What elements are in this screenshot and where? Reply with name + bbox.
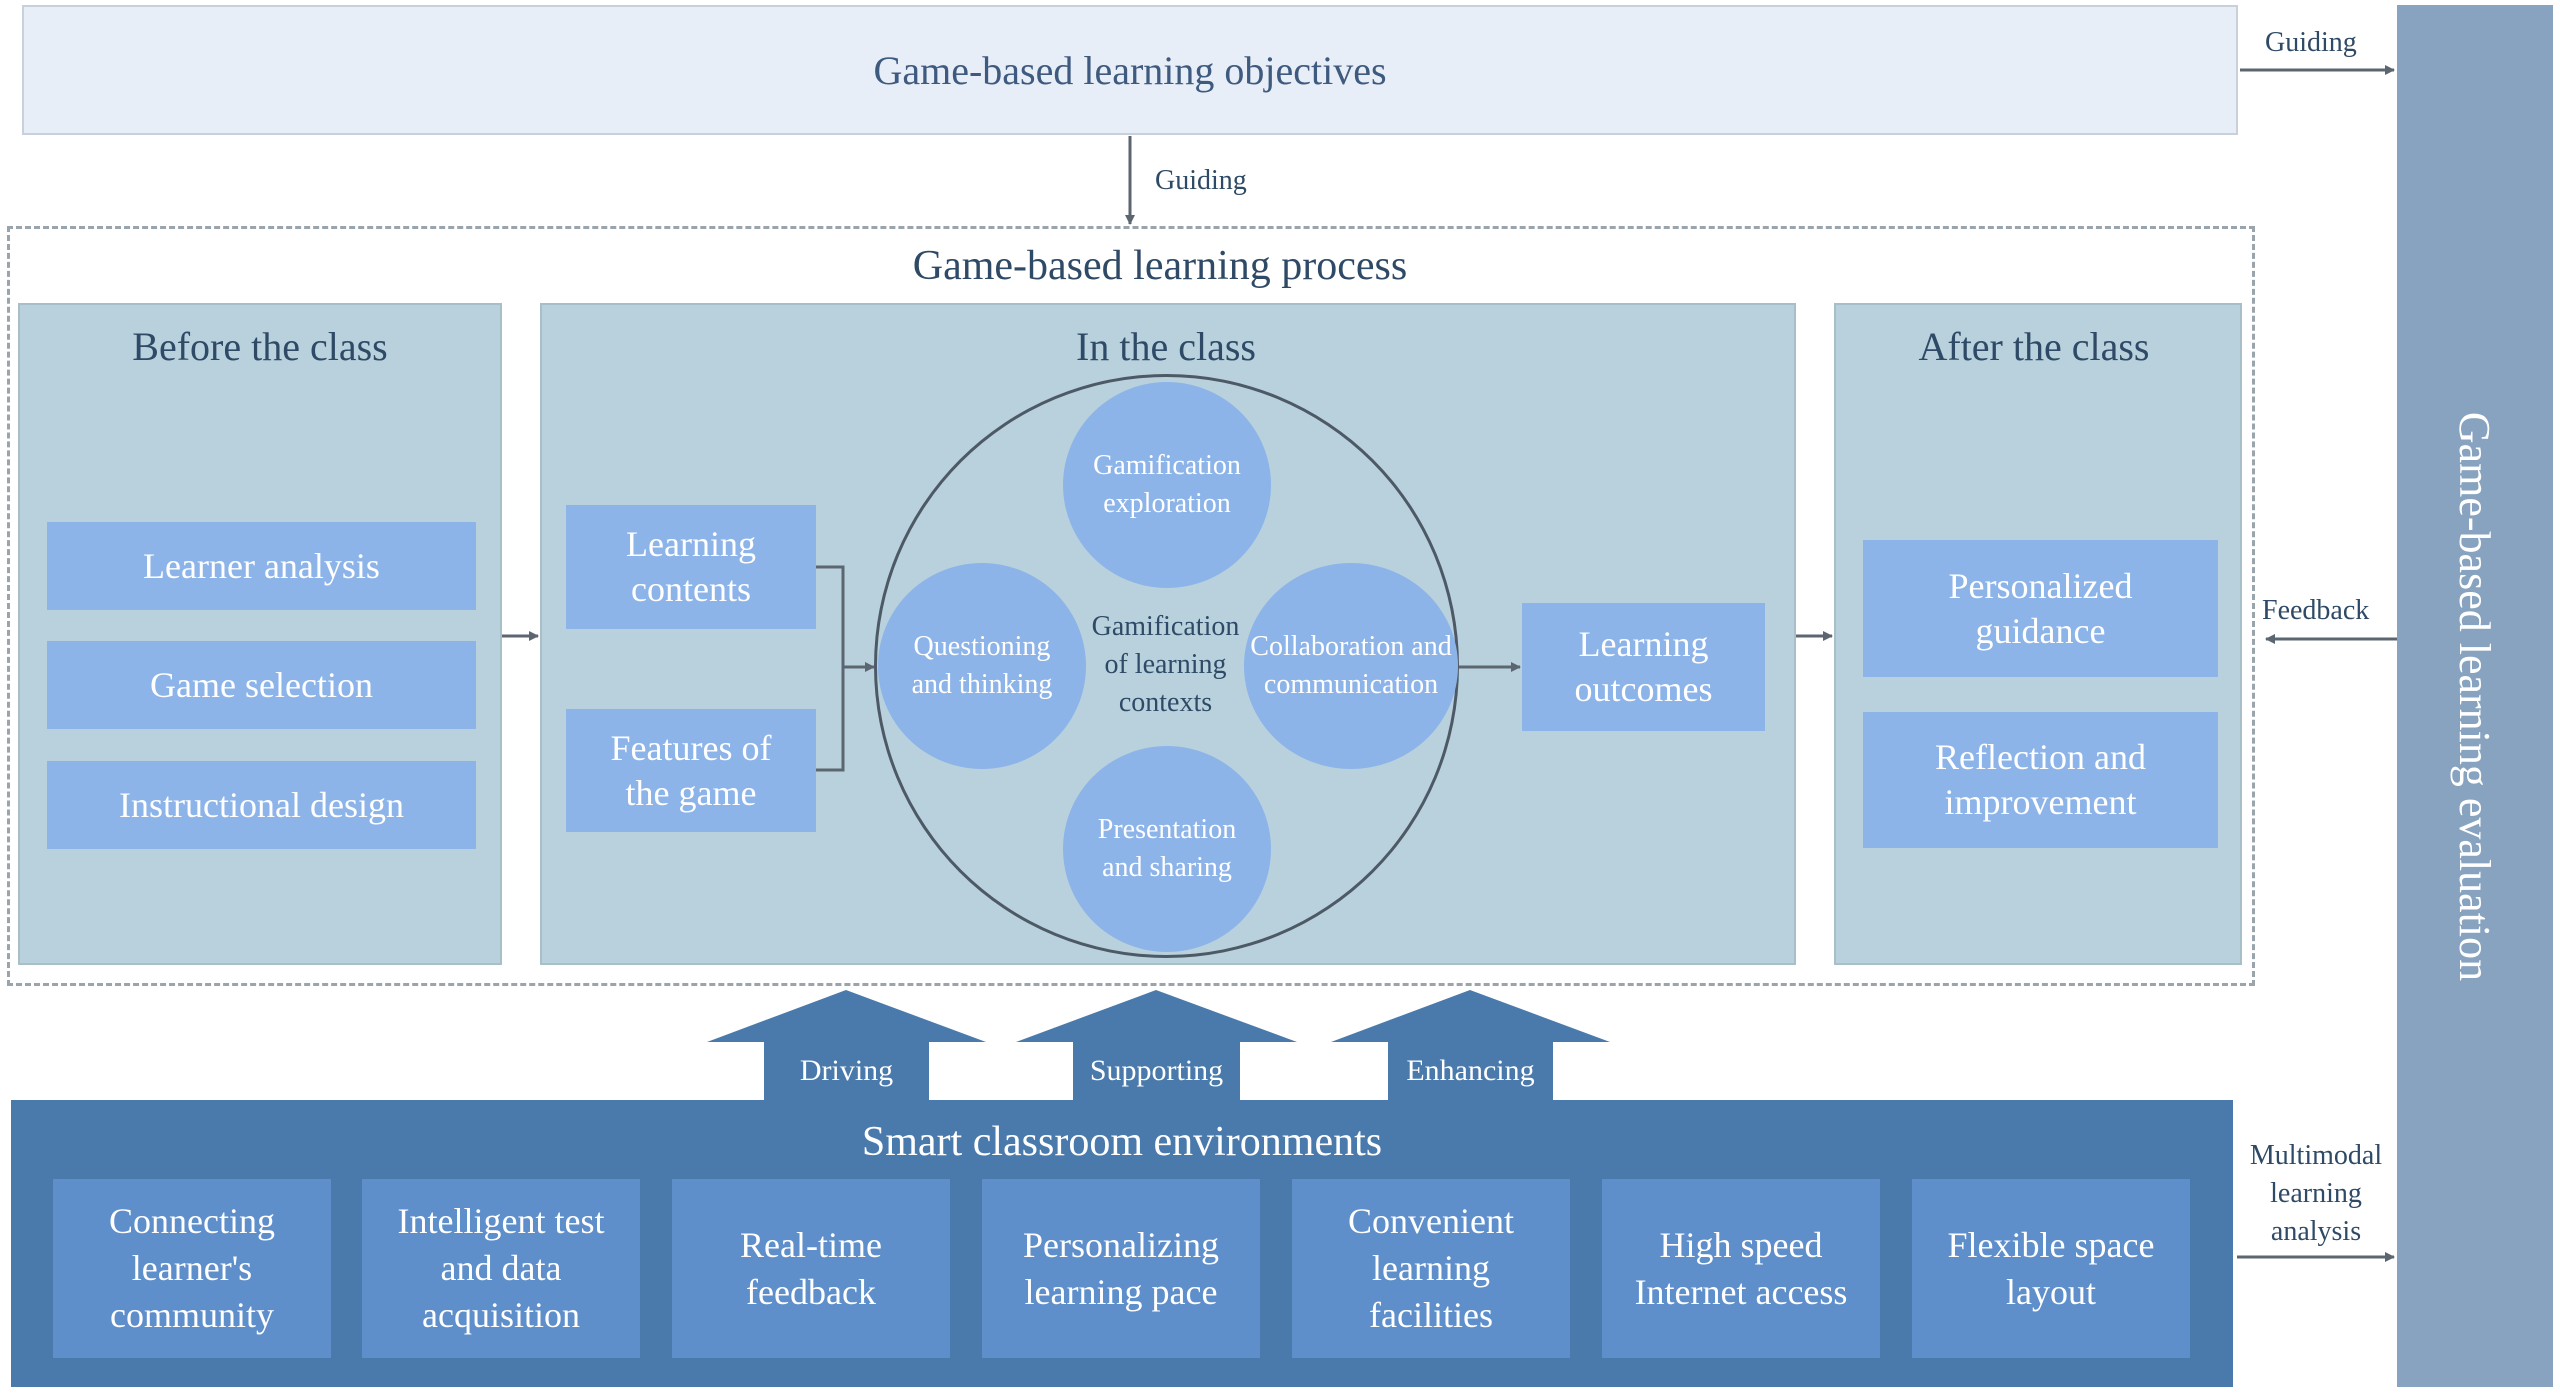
feedback-label: Feedback <box>2262 595 2370 626</box>
env-tile-high-speed-internet: High speed Internet access <box>1602 1179 1880 1358</box>
objectives-label: Game-based learning objectives <box>873 47 1387 93</box>
in-input-learning-contents: Learning contents <box>566 505 816 629</box>
before-item-instructional-design: Instructional design <box>47 761 476 849</box>
process-title: Game-based learning process <box>912 243 1408 289</box>
env-tile-convenient-facilities: Convenient learning facilities <box>1292 1179 1570 1358</box>
guiding-right-label: Guiding <box>2265 27 2357 58</box>
in-class-title: In the class <box>1076 323 1256 369</box>
env-tile-intelligent-test: Intelligent test and data acquisition <box>362 1179 640 1358</box>
multimodal-label: Multimodal learning analysis <box>2249 1140 2383 1247</box>
in-output-learning-outcomes: Learning outcomes <box>1522 603 1765 731</box>
supporting-label: Supporting <box>1089 1054 1224 1087</box>
enhancing-label: Enhancing <box>1406 1054 1535 1087</box>
phase-before-class <box>18 303 502 965</box>
guiding-down-label: Guiding <box>1155 165 1247 196</box>
after-item-personalized-guidance: Personalized guidance <box>1863 540 2218 677</box>
after-item-reflection-improvement: Reflection and improvement <box>1863 712 2218 848</box>
activity-collaboration-communication: Collaboration and communication <box>1244 563 1458 769</box>
process-frame <box>7 226 2255 986</box>
objectives-box: Game-based learning objectives <box>22 5 2238 135</box>
gamification-context-label: Gamification of learning contexts <box>1091 611 1240 718</box>
env-tile-personalizing-pace: Personalizing learning pace <box>982 1179 1260 1358</box>
activity-gamification-exploration: Gamification exploration <box>1063 382 1271 588</box>
activity-questioning-thinking: Questioning and thinking <box>878 563 1086 769</box>
in-input-game-features: Features of the game <box>566 709 816 832</box>
env-tile-learner-community: Connecting learner's community <box>53 1179 331 1358</box>
before-item-learner-analysis: Learner analysis <box>47 522 476 610</box>
environment-title: Smart classroom environments <box>861 1119 1383 1165</box>
before-item-game-selection: Game selection <box>47 641 476 729</box>
env-tile-realtime-feedback: Real-time feedback <box>672 1179 950 1358</box>
before-class-title: Before the class <box>132 323 388 369</box>
evaluation-label: Game-based learning evaluation <box>2450 411 2500 981</box>
activity-presentation-sharing: Presentation and sharing <box>1063 746 1271 952</box>
env-tile-flexible-space: Flexible space layout <box>1912 1179 2190 1358</box>
driving-label: Driving <box>799 1054 894 1087</box>
evaluation-bar: Game-based learning evaluation <box>2397 5 2553 1387</box>
after-class-title: After the class <box>1918 323 2150 369</box>
